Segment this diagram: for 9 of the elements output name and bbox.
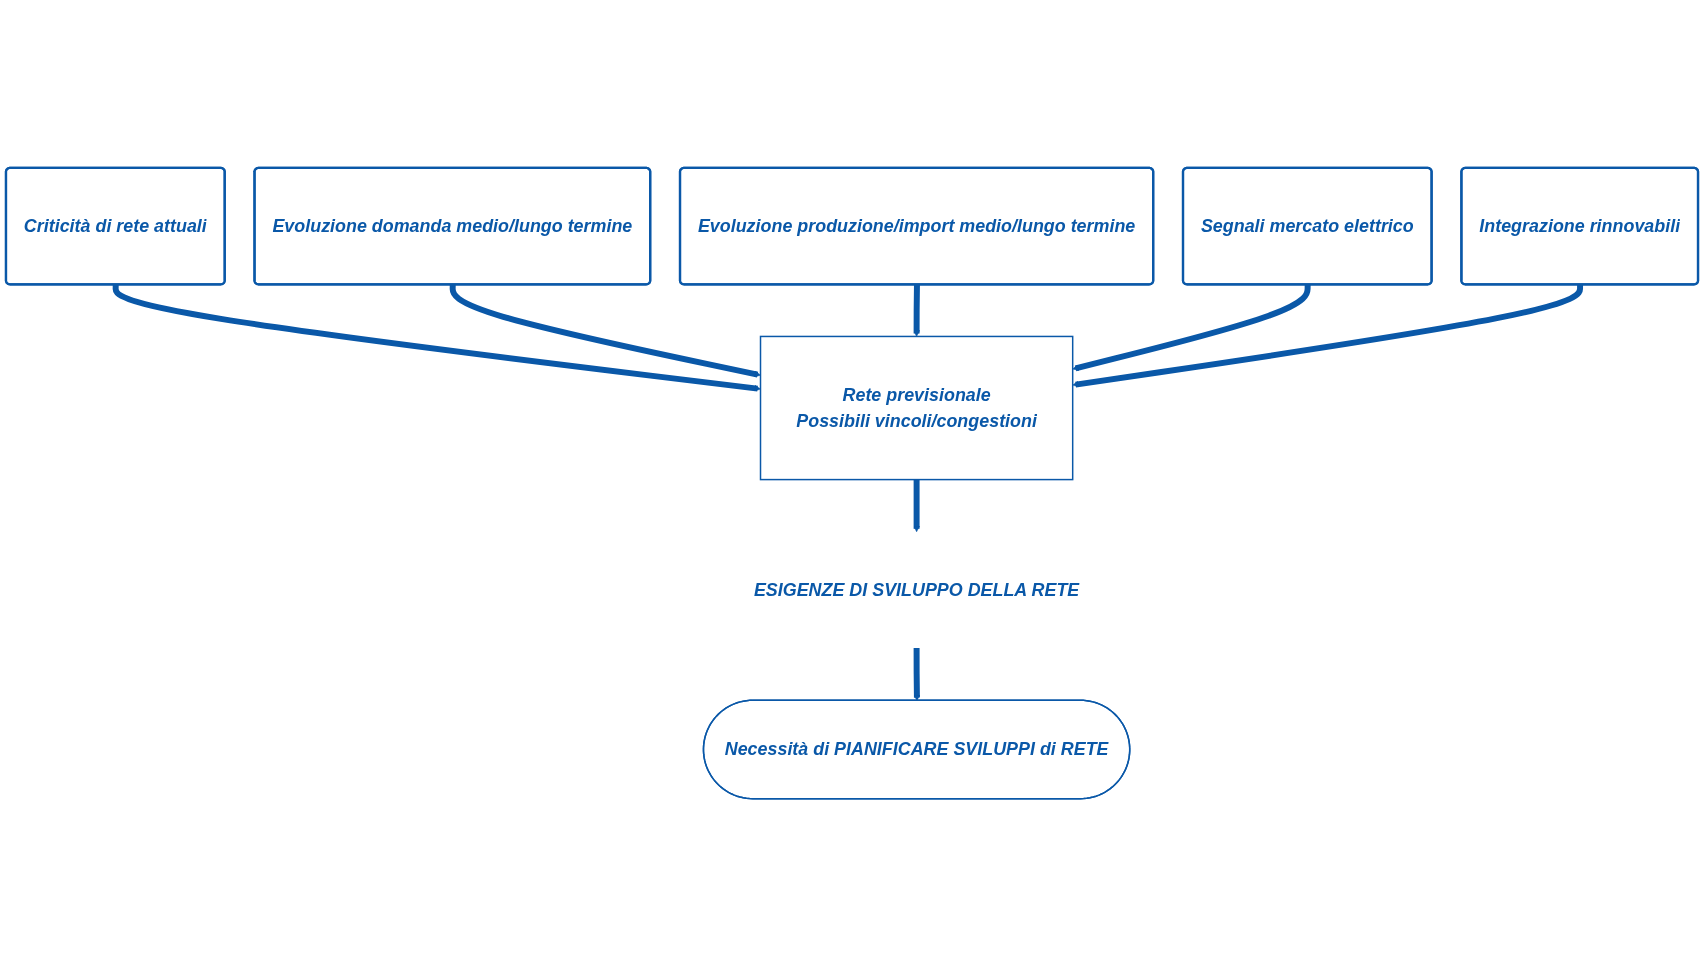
arrow [913, 479, 920, 532]
node-text: ESIGENZE DI SVILUPPO DELLA RETE [753, 579, 1080, 600]
arrow [112, 284, 761, 392]
arrow [449, 284, 761, 378]
arrow [1072, 284, 1584, 388]
arrow [913, 647, 921, 701]
arrow [913, 284, 920, 337]
arrow [1072, 284, 1311, 371]
node-box: Rete previsionale Possibili vincoli/congestioni [759, 335, 1074, 480]
